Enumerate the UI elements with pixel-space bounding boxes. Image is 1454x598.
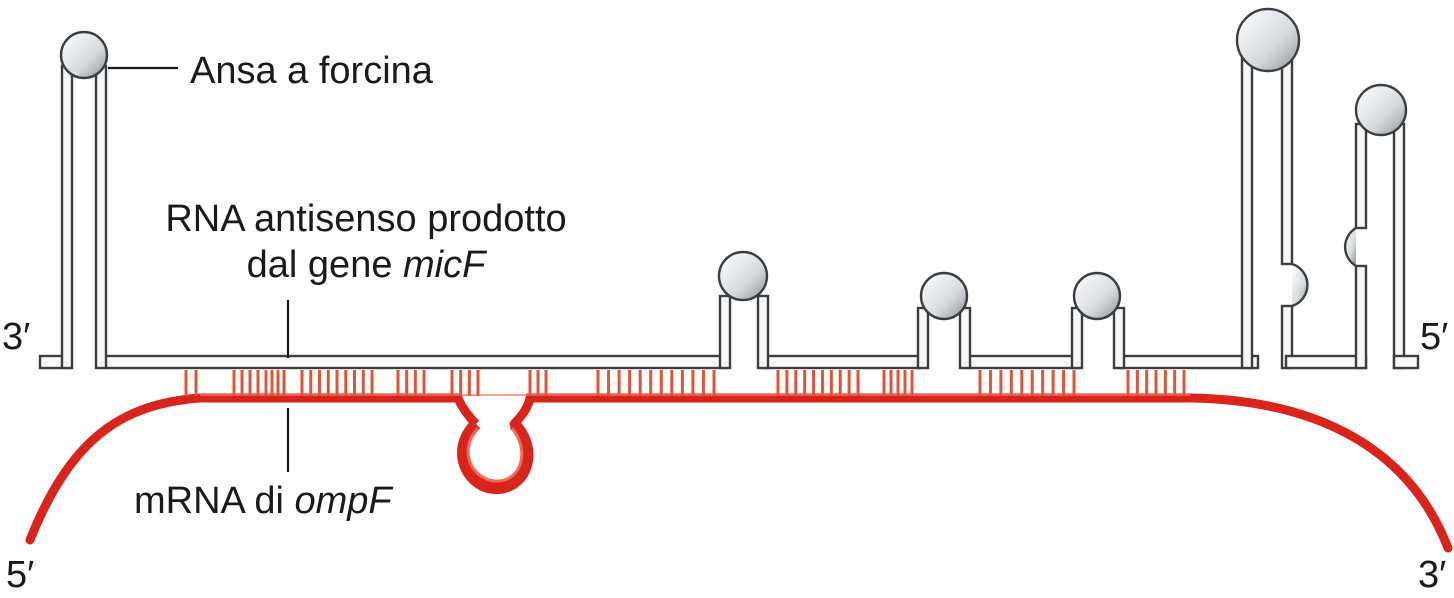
- ompf-mrna-loop: [463, 424, 527, 488]
- mrna-label-prefix: mRNA di: [134, 480, 294, 522]
- micf-5-prime-end: 5′: [1420, 318, 1448, 356]
- ompf-gene-name: ompF: [294, 480, 391, 522]
- hairpin-label: Ansa a forcina: [190, 52, 433, 90]
- micf-gene-name: micF: [403, 244, 485, 286]
- ompf-5-prime-end: 5′: [6, 556, 34, 594]
- antisense-rna-label-line2: dal gene micF: [126, 246, 606, 284]
- antisense-rna-label: RNA antisenso prodotto dal gene micF: [126, 200, 606, 284]
- mrna-label: mRNA di ompF: [134, 482, 392, 520]
- micf-3-prime-end: 3′: [2, 318, 30, 356]
- antisense-rna-label-line1: RNA antisenso prodotto: [126, 200, 606, 238]
- antisense-rna-label-prefix: dal gene: [247, 244, 403, 286]
- base-pairs: [186, 370, 1184, 396]
- ompf-3-prime-end: 3′: [1418, 556, 1446, 594]
- ompf-mrna-strand: [30, 395, 1448, 548]
